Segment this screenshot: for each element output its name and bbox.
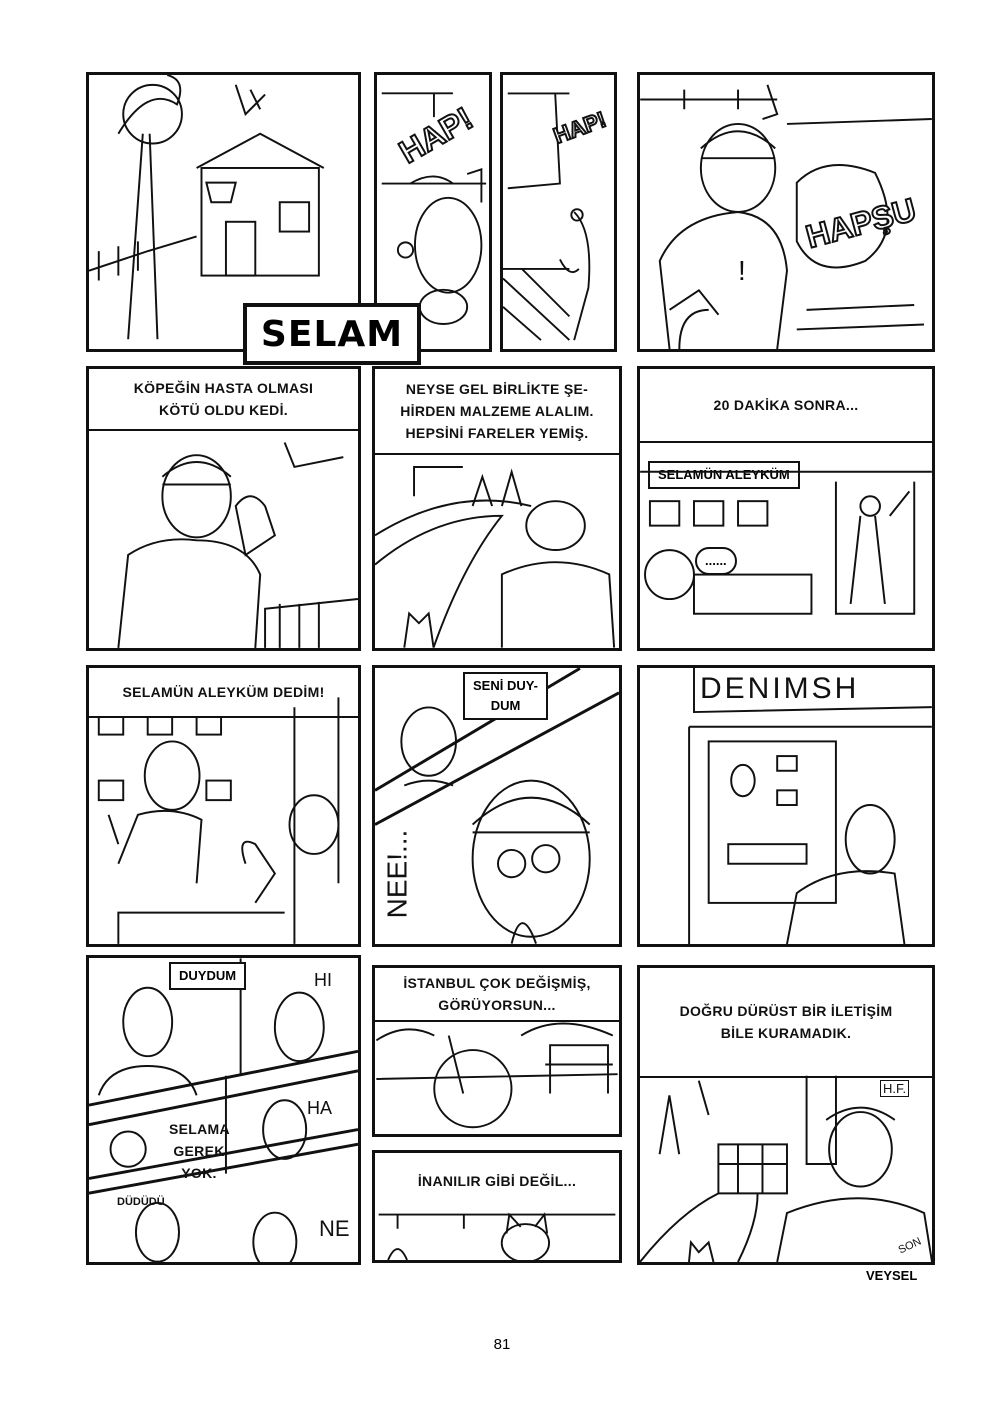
- caption-box: İNANILIR GİBİ DEĞİL...: [375, 1153, 619, 1209]
- man-cat-drawing: [117, 442, 358, 648]
- page-number: 81: [493, 1336, 511, 1353]
- panel-shop-entrance: 20 DAKİKA SONRA... SELAMÜN ALEYKÜM .....…: [637, 366, 935, 651]
- speech-bubble-dots: ......: [695, 547, 737, 575]
- panel-heard-you: SENİ DUY- DUM NEE!...: [372, 665, 622, 947]
- caption-box: NEYSE GEL BİRLİKTE ŞE- HİRDEN MALZEME AL…: [375, 369, 619, 455]
- caption-box: KÖPEĞİN HASTA OLMASI KÖTÜ OLDU KEDİ.: [89, 369, 358, 431]
- caption-line: HEPSİNİ FARELER YEMİŞ.: [405, 425, 589, 441]
- dog-fence-drawing: [503, 92, 591, 341]
- caption-line: GÖRÜYORSUN...: [438, 997, 556, 1013]
- speech-bubble-duydum: DUYDUM: [169, 962, 247, 990]
- speech-bubble: SELAMÜN ALEYKÜM: [648, 461, 800, 489]
- caption-text: DOĞRU DÜRÜST BİR İLETİŞİM BİLE KURAMADIK…: [680, 1000, 893, 1044]
- caption-text: KÖPEĞİN HASTA OLMASI KÖTÜ OLDU KEDİ.: [134, 377, 313, 421]
- sfx-ha: HA: [307, 1098, 333, 1118]
- caption-box: SELAMÜN ALEYKÜM DEDİM!: [89, 668, 358, 718]
- sfx-ne: NE: [319, 1216, 350, 1241]
- park-bench-drawing: [375, 1022, 618, 1129]
- caption-box: DOĞRU DÜRÜST BİR İLETİŞİM BİLE KURAMADIK…: [640, 968, 932, 1078]
- caption-box: 20 DAKİKA SONRA...: [640, 369, 932, 443]
- caption-line: İSTANBUL ÇOK DEĞİŞMİŞ,: [403, 975, 591, 991]
- panel-left-column: DUYDUM HI SELAMA GEREK YOK. HA DÜDÜDÜ NE: [86, 955, 361, 1265]
- panel-waving: SELAMÜN ALEYKÜM DEDİM!: [86, 665, 361, 947]
- panel-ending: DOĞRU DÜRÜST BİR İLETİŞİM BİLE KURAMADIK…: [637, 965, 935, 1265]
- three-slanted-panels-drawing: [89, 958, 358, 1262]
- caption-box: İSTANBUL ÇOK DEĞİŞMİŞ, GÖRÜYORSUN...: [375, 968, 619, 1022]
- house-tree-drawing: [89, 75, 325, 340]
- panel-cat: İNANILIR GİBİ DEĞİL...: [372, 1150, 622, 1263]
- caption-line: KÖPEĞİN HASTA OLMASI: [133, 380, 314, 396]
- speech-bubble: SENİ DUY- DUM: [463, 672, 549, 720]
- caption-text: İNANILIR GİBİ DEĞİL...: [417, 1173, 577, 1189]
- shop-interior-drawing: [640, 470, 932, 615]
- caption-text: NEYSE GEL BİRLİKTE ŞE- HİRDEN MALZEME AL…: [400, 378, 594, 444]
- author-signature: VEYSEL: [866, 1268, 918, 1283]
- story-title: SELAM: [243, 303, 421, 365]
- caption-line: KÖTÜ OLDU KEDİ.: [159, 402, 288, 418]
- sfx-nee: NEE!...: [381, 829, 413, 919]
- sfx-hi: HI: [314, 970, 332, 990]
- caption-text: SELAMÜN ALEYKÜM DEDİM!: [122, 684, 325, 700]
- sfx-exclaim: !: [738, 255, 746, 286]
- sfx-dudu: DÜDÜDÜ: [117, 1196, 165, 1208]
- bubble-line: YOK.: [181, 1165, 217, 1181]
- caption-line: DOĞRU DÜRÜST BİR İLETİŞİM: [679, 1003, 893, 1019]
- man-walking-away-drawing: [640, 1075, 932, 1262]
- cat-drawing: [378, 1212, 616, 1260]
- man-waving-drawing: [97, 697, 340, 944]
- bubble-line: SELAMA: [169, 1121, 230, 1137]
- panel-shop-front: DENIMSH: [637, 665, 935, 947]
- caption-line: HİRDEN MALZEME ALALIM.: [400, 403, 594, 419]
- panel-dog-hap-2: HAP!: [500, 72, 617, 352]
- panel-park: İSTANBUL ÇOK DEĞİŞMİŞ, GÖRÜYORSUN...: [372, 965, 622, 1137]
- bubble-line: DUM: [490, 698, 521, 713]
- panel-house: [86, 72, 361, 352]
- caption-text: İSTANBUL ÇOK DEĞİŞMİŞ, GÖRÜYORSUN...: [403, 972, 590, 1016]
- caption-text: 20 DAKİKA SONRA...: [713, 397, 859, 413]
- bubble-line: GEREK: [173, 1143, 225, 1159]
- panel-man-with-cat: KÖPEĞİN HASTA OLMASI KÖTÜ OLDU KEDİ.: [86, 366, 361, 651]
- shop-sign: DENIMSH: [700, 672, 860, 705]
- caption-line: NEYSE GEL BİRLİKTE ŞE-: [405, 381, 589, 397]
- door-sign: H.F.: [880, 1080, 910, 1097]
- city-road-drawing: [375, 466, 616, 648]
- shop-front-drawing: [688, 668, 932, 944]
- panel-sneeze: HAPŞU !: [637, 72, 935, 352]
- panel-city-view: NEYSE GEL BİRLİKTE ŞE- HİRDEN MALZEME AL…: [372, 366, 622, 651]
- caption-line: BİLE KURAMADIK.: [720, 1025, 852, 1041]
- bubble-line: SENİ DUY-: [473, 678, 539, 693]
- speech-selama: SELAMA GEREK YOK.: [169, 1118, 230, 1184]
- man-sneezing-drawing: [640, 84, 932, 349]
